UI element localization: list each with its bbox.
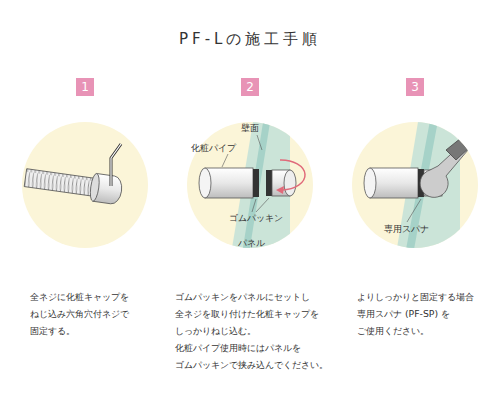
step-badge: 3: [406, 78, 424, 96]
part-label: ゴムパッキン: [228, 213, 284, 225]
part-label: 専用スパナ: [383, 224, 430, 236]
step-note: よりしっかりと固定する場合 専用スパナ (PF-SP) を ご使用ください。: [357, 288, 485, 339]
part-label: 壁面: [240, 123, 260, 135]
step-circle: [22, 122, 148, 248]
step-number: 1: [81, 80, 89, 94]
step-badge: 1: [76, 78, 94, 96]
step-number: 2: [246, 80, 254, 94]
step-number: 3: [411, 80, 419, 94]
part-label: パネル: [237, 238, 266, 250]
bolt-figure: [23, 144, 123, 205]
part-label: 化粧パイプ: [190, 143, 237, 155]
spanner-figure: [364, 110, 484, 260]
step-badge: 2: [241, 78, 259, 96]
step-note: ゴムパッキンをパネルにセットし 全ネジを取り付けた化粧キャップを しっかりねじ込…: [175, 288, 345, 373]
title: PF-Lの施工手順: [179, 30, 321, 49]
step-note: 全ネジに化粧キャップを ねじ込み六角穴付ネジで 固定する。: [30, 288, 148, 339]
panel-figure: [199, 110, 305, 260]
